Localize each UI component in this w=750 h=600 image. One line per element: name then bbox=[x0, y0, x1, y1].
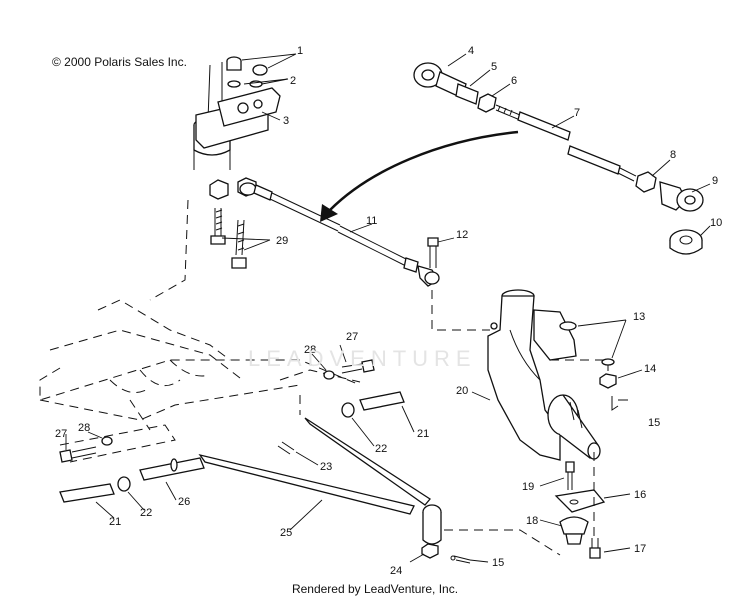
a-arm bbox=[59, 391, 561, 556]
nut-24-cotter-15 bbox=[421, 543, 471, 564]
leader-lines bbox=[65, 53, 711, 563]
callout-27a: 27 bbox=[346, 331, 358, 343]
callout-26: 26 bbox=[178, 496, 190, 508]
washers-13-nut-14 bbox=[559, 321, 628, 411]
callout-23: 23 bbox=[320, 461, 332, 473]
callout-7: 7 bbox=[574, 107, 580, 119]
callout-15a: 15 bbox=[648, 417, 660, 429]
callout-3: 3 bbox=[283, 115, 289, 127]
callout-15b: 15 bbox=[492, 557, 504, 569]
callout-28a: 28 bbox=[304, 344, 316, 356]
callout-4: 4 bbox=[468, 45, 474, 57]
callout-6: 6 bbox=[511, 75, 517, 87]
tie-rod-exploded bbox=[413, 62, 704, 255]
callouts: 1 2 3 4 5 6 7 8 9 10 11 12 13 14 15 15 1… bbox=[55, 45, 722, 577]
callout-12: 12 bbox=[456, 229, 468, 241]
callout-17: 17 bbox=[634, 543, 646, 555]
callout-8: 8 bbox=[670, 149, 676, 161]
callout-19: 19 bbox=[522, 481, 534, 493]
watermark: LEADVENTURE bbox=[248, 346, 477, 371]
callout-24: 24 bbox=[390, 565, 402, 577]
callout-21a: 21 bbox=[417, 428, 429, 440]
callout-9: 9 bbox=[712, 175, 718, 187]
callout-2: 2 bbox=[290, 75, 296, 87]
callout-10: 10 bbox=[710, 217, 722, 229]
tie-rod-assembled bbox=[239, 182, 490, 331]
callout-22a: 22 bbox=[375, 443, 387, 455]
frame-outline bbox=[39, 299, 361, 463]
callout-1: 1 bbox=[297, 45, 303, 57]
callout-21b: 21 bbox=[109, 516, 121, 528]
spindle bbox=[487, 289, 609, 461]
steering-post bbox=[149, 56, 281, 301]
bolt-12 bbox=[427, 237, 439, 268]
callout-11: 11 bbox=[366, 215, 377, 227]
ball-joint-parts bbox=[554, 452, 606, 559]
callout-20: 20 bbox=[456, 385, 468, 397]
callout-22b: 22 bbox=[140, 507, 152, 519]
callout-29: 29 bbox=[276, 235, 288, 247]
callout-5: 5 bbox=[491, 61, 497, 73]
bolts-27-washers-28 bbox=[59, 359, 375, 463]
callout-16: 16 bbox=[634, 489, 646, 501]
copyright-text: © 2000 Polaris Sales Inc. bbox=[52, 55, 187, 69]
callout-28b: 28 bbox=[78, 422, 90, 434]
callout-27b: 27 bbox=[55, 428, 67, 440]
callout-13: 13 bbox=[633, 311, 645, 323]
callout-18: 18 bbox=[526, 515, 538, 527]
assembly-arrow bbox=[320, 130, 519, 222]
footer-credit: Rendered by LeadVenture, Inc. bbox=[291, 582, 459, 596]
callout-25: 25 bbox=[280, 527, 292, 539]
callout-14: 14 bbox=[644, 363, 656, 375]
